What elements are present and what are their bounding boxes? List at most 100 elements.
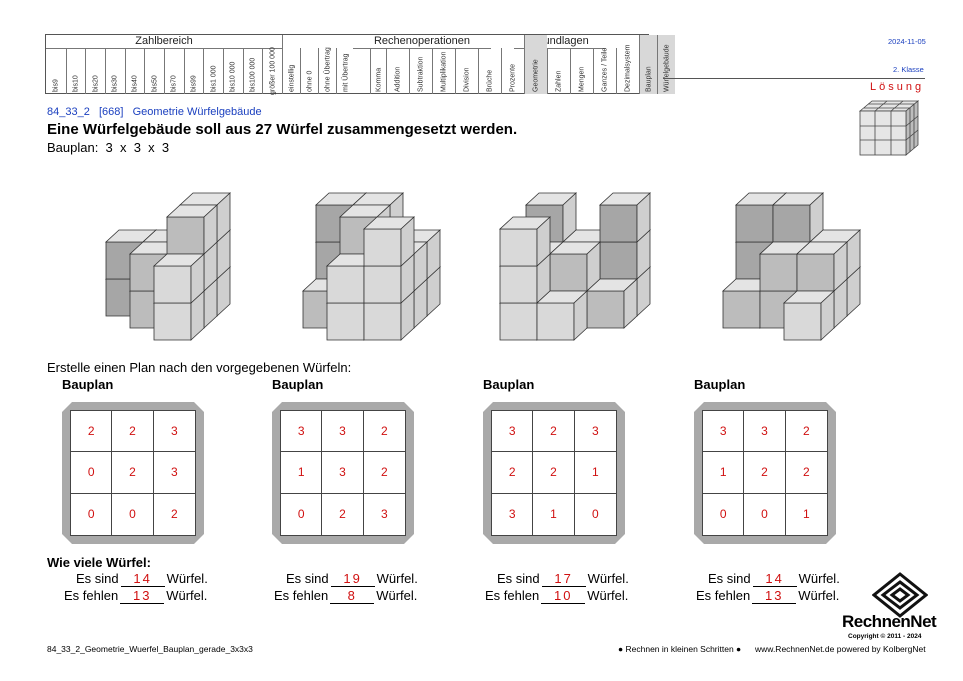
solution-label: Lösung [870, 81, 925, 93]
grid-cell[interactable]: 0 [71, 493, 113, 535]
grid-cell[interactable]: 2 [492, 452, 534, 494]
rechnennet-logo-icon [872, 572, 928, 618]
category-col: Geometrie [524, 35, 547, 94]
grid-cell[interactable]: 3 [492, 493, 534, 535]
category-col: Prozente [501, 48, 524, 94]
grid-cell[interactable]: 2 [785, 411, 827, 453]
grid-cell[interactable]: 2 [170, 507, 178, 522]
brand-name: RechnenNet [842, 612, 937, 631]
bauplan-label: Bauplan [272, 377, 324, 392]
footer-slogan: ● Rechnen in kleinen Schritten ● [618, 644, 742, 654]
grid-cell[interactable]: 2 [363, 452, 405, 494]
grid-cell[interactable]: 3 [492, 411, 534, 453]
cube-face [499, 265, 538, 304]
bauplan-label: Bauplan [62, 377, 114, 392]
grid-cell[interactable]: 2 [533, 452, 575, 494]
cube-face [190, 253, 205, 304]
cube-face [499, 302, 538, 341]
grid-cell[interactable]: 3 [703, 411, 745, 453]
grid-cell[interactable]: 3 [574, 411, 616, 453]
category-col: mit Übertrag [336, 48, 354, 94]
grid-cell[interactable]: 0 [281, 493, 323, 535]
category-col: Brüche [478, 48, 501, 94]
grid-cell[interactable]: 3 [153, 452, 195, 494]
grid-cell[interactable]: 0 [112, 493, 154, 535]
grid-cell[interactable]: 2 [744, 452, 786, 494]
date: 2024-11-05 [888, 37, 926, 46]
grid-cell[interactable]: 0 [744, 493, 786, 535]
cube-face [363, 228, 402, 267]
category-col: Bauplan [639, 35, 657, 94]
group-zahlbereich: Zahlbereich [135, 35, 193, 47]
grid-cell[interactable]: 3 [153, 411, 195, 453]
grid-cell[interactable]: 2 [112, 452, 154, 494]
grid-cell[interactable]: 1 [703, 452, 745, 494]
cube-face [363, 265, 402, 304]
cube-face [153, 265, 192, 304]
cube-face [820, 290, 835, 341]
category-col: Ganzes / Teile [593, 48, 616, 94]
grid-cell[interactable]: 2 [363, 411, 405, 453]
grid-cell[interactable]: 3 [322, 452, 364, 494]
grid-cell[interactable]: 2 [71, 411, 113, 453]
grid-cell[interactable]: 3 [380, 507, 388, 522]
grid-cell[interactable]: 1 [802, 507, 810, 522]
instruction: Erstelle einen Plan nach den vorgegebene… [47, 360, 352, 375]
grid-cell[interactable]: 2 [785, 452, 827, 494]
grid-cell[interactable]: 2 [322, 493, 364, 535]
cube-face [599, 241, 638, 280]
cube-face [166, 216, 205, 255]
grid-cell[interactable]: 1 [574, 452, 616, 494]
category-col: Würfelgebäude [657, 35, 675, 94]
cube-face [203, 204, 218, 255]
bauplan-spec: Bauplan: 3 x 3 x 3 [47, 140, 170, 155]
category-col: ohne 0 [300, 48, 318, 94]
grid-cell[interactable]: 1 [533, 493, 575, 535]
grid-cell[interactable]: 1 [281, 452, 323, 494]
cube-buildings [104, 192, 862, 341]
footer-filename: 84_33_2_Geometrie_Wuerfel_Bauplan_gerade… [47, 644, 253, 654]
cube-face [400, 216, 415, 267]
cube-face [549, 253, 588, 292]
category-table: Zahlbereich Rechenoperationen Grundlagen… [45, 34, 675, 95]
grid-cell[interactable]: 3 [744, 411, 786, 453]
grid-cell[interactable]: 3 [281, 411, 323, 453]
grid-cell[interactable]: 3 [322, 411, 364, 453]
grid-cell[interactable]: 2 [533, 411, 575, 453]
category-col: Addition [386, 48, 409, 94]
cube-face [783, 302, 822, 341]
category-col: Division [455, 48, 478, 94]
cube-face [735, 204, 774, 243]
category-col: Subtraktion [409, 48, 432, 94]
cube-icon [858, 100, 920, 156]
bauplan-label: Bauplan [483, 377, 535, 392]
cube-face [153, 302, 192, 341]
grid-cell[interactable]: 2 [112, 411, 154, 453]
grid-cell[interactable]: 0 [703, 493, 745, 535]
grid-cell[interactable]: 0 [591, 507, 599, 522]
divider [663, 78, 925, 79]
page-title: Eine Würfelgebäude soll aus 27 Würfel zu… [47, 121, 518, 138]
cube-face [772, 204, 811, 243]
grid-cell[interactable]: 0 [71, 452, 113, 494]
cube-face [833, 241, 848, 292]
copyright: Copyright © 2011 - 2024 [848, 633, 922, 640]
group-rechenoperationen: Rechenoperationen [373, 35, 471, 47]
category-col: Mengen [570, 48, 593, 94]
